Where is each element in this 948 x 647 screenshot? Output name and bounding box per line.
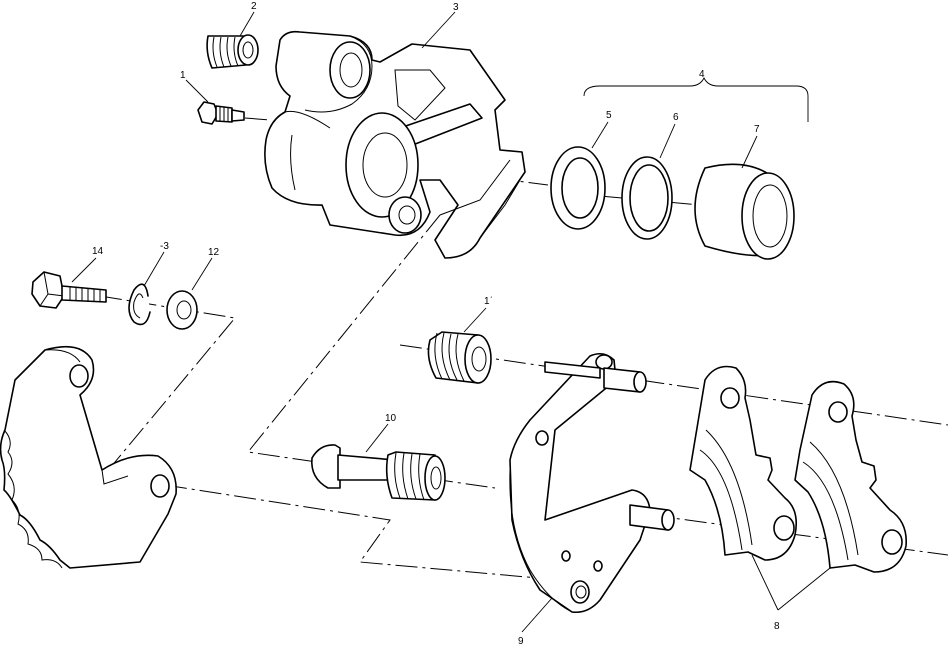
callout-12: 12	[208, 247, 220, 258]
callout-8: 8	[774, 621, 780, 632]
leader-lines	[71, 11, 831, 633]
part-14-bolt	[31, 271, 107, 309]
part-12-washer	[166, 290, 198, 330]
part-13-lock-washer	[128, 283, 151, 326]
centerline-upper-pin	[399, 344, 948, 426]
fork-bracket	[0, 345, 177, 569]
part-5-seal	[550, 146, 606, 230]
callout-1: 1	[180, 70, 186, 81]
part-2-plug	[206, 34, 259, 69]
callout-11: 1ˈ	[484, 296, 493, 307]
callout-14: 14	[92, 246, 104, 257]
callout-13: -3	[160, 241, 169, 252]
part-8-brake-pad-left	[689, 365, 798, 561]
centerline-bleeder	[244, 117, 271, 121]
callout-2: 2	[251, 1, 257, 12]
part-1-bleeder	[197, 101, 245, 125]
callout-9: 9	[518, 636, 524, 647]
callout-labels: 2 3 1 4 5 6 7 14 -3 12 1ˈ 10 9 8	[92, 1, 780, 647]
part-8-brake-pad-right	[794, 380, 907, 573]
callout-10: 10	[385, 413, 397, 424]
part-11-bushing	[427, 331, 492, 384]
centerline-bolt	[99, 295, 236, 475]
callout-6: 6	[673, 112, 679, 123]
part-6-seal	[621, 156, 673, 240]
callout-3: 3	[453, 2, 459, 13]
callout-4: 4	[699, 69, 705, 80]
callout-7: 7	[754, 124, 760, 135]
callout-5: 5	[606, 110, 612, 121]
centerline-lower	[164, 484, 561, 581]
part-7-piston	[694, 163, 795, 260]
part-3-caliper-body	[264, 30, 526, 259]
part-9-mount-bracket	[509, 352, 675, 614]
part-10-slide-pin	[311, 444, 446, 501]
